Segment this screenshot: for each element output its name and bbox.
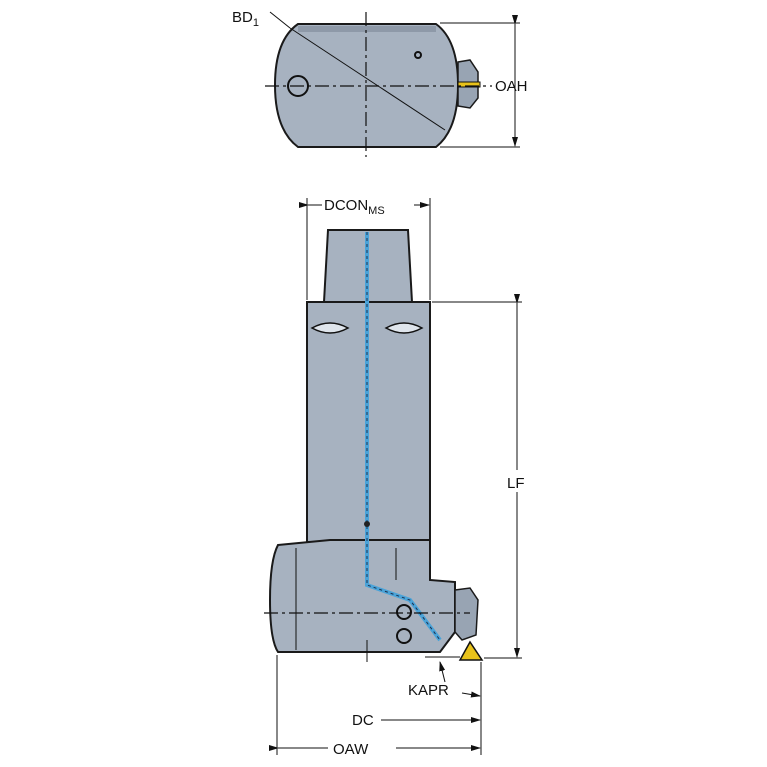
oaw-label: OAW [333, 741, 369, 758]
bd1-label: BD1 [232, 9, 259, 29]
dcon-ms-label: DCONMS [324, 197, 385, 217]
oah-label: OAH [495, 78, 528, 95]
insert [458, 640, 484, 661]
front-view: DCONMS LF KAPR DC OAW [264, 192, 530, 758]
dc-label: DC [352, 712, 374, 729]
kapr-label: KAPR [408, 682, 449, 699]
top-view: BD1 OAH [232, 9, 528, 157]
insert-seat [454, 587, 479, 641]
top-insert [457, 81, 481, 88]
cutting-head [268, 539, 456, 653]
lf-label: LF [507, 475, 525, 492]
